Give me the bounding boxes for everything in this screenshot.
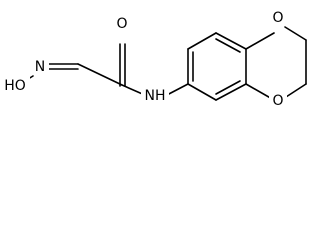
benzene-bond-6 bbox=[187, 83, 217, 101]
benzene-bond-5 bbox=[215, 83, 247, 101]
oxime-nitrogen-label: N bbox=[35, 59, 45, 75]
benzene-inner-bond-b bbox=[215, 38, 241, 53]
oxime-nitrogen-background bbox=[31, 57, 49, 75]
benzene-inner-bond-c bbox=[215, 80, 241, 95]
dioxane-bond-top-ch2 bbox=[284, 26, 307, 41]
amide-nitrogen-label: NH bbox=[145, 88, 166, 104]
ring-oxygen-top-background bbox=[269, 8, 287, 26]
ring-oxygen-bottom-background bbox=[269, 94, 287, 108]
carbonyl-oxygen-label: O bbox=[116, 16, 127, 32]
bond-ch-c bbox=[77, 63, 123, 86]
amide-nitrogen-background bbox=[141, 86, 169, 104]
chemical-structure-diagram: O NH N HO O O bbox=[2, 8, 307, 108]
hydroxyl-background bbox=[2, 77, 30, 95]
ring-oxygen-top-label: O bbox=[272, 10, 283, 26]
carbonyl-oxygen-background bbox=[112, 14, 130, 32]
dioxane-bond-bottom-ch2 bbox=[285, 83, 307, 98]
benzene-bond-2 bbox=[187, 32, 217, 50]
hydroxyl-label: HO bbox=[4, 78, 26, 94]
structure-canvas: O NH N HO O O bbox=[0, 0, 334, 108]
atom-labels: O NH N HO O O bbox=[2, 8, 287, 108]
ring-oxygen-bottom-label: O bbox=[272, 93, 283, 108]
bonds bbox=[19, 26, 307, 101]
dioxane-bond-top-o bbox=[245, 32, 275, 50]
benzene-bond-3 bbox=[215, 32, 247, 50]
